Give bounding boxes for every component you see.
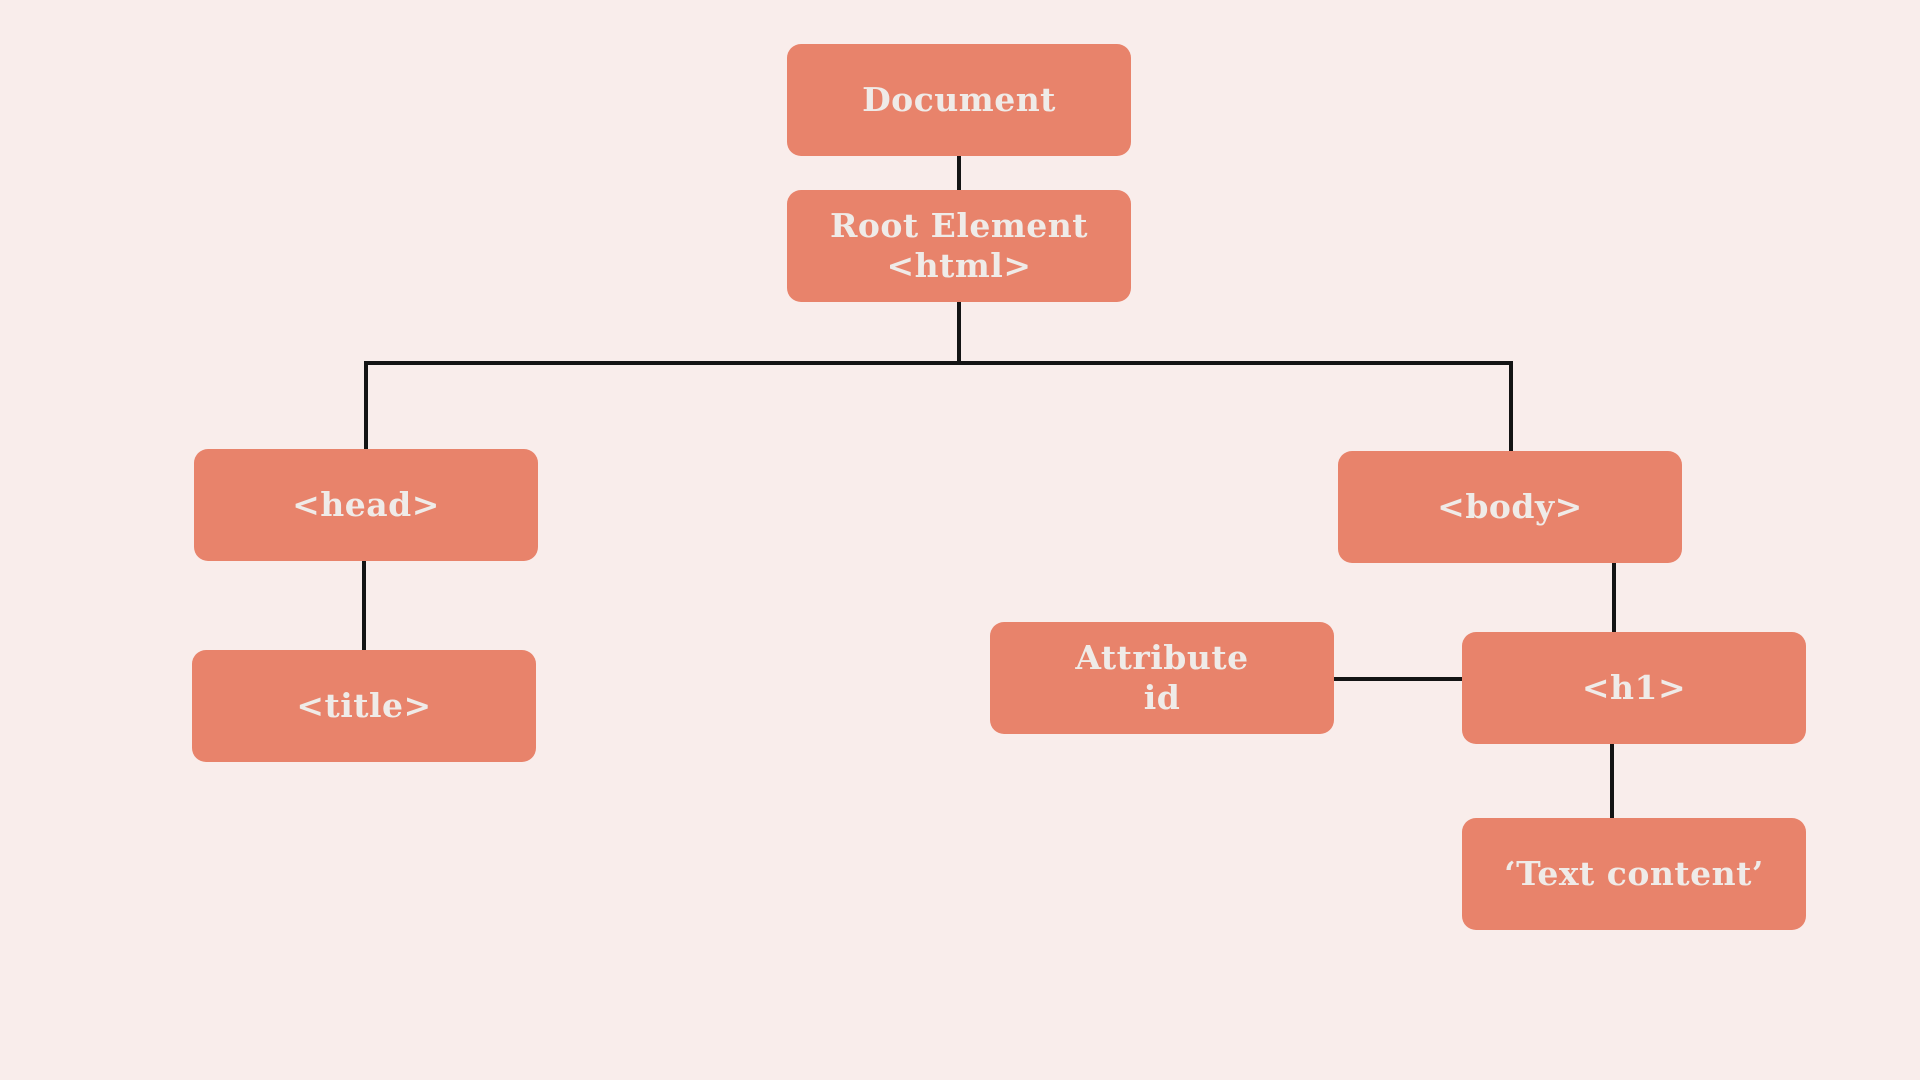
node-document-label: Document	[862, 79, 1056, 119]
connector-document-root	[957, 155, 961, 191]
node-body-label: <body>	[1437, 486, 1583, 526]
node-body: <body>	[1338, 451, 1682, 563]
node-attribute-id: Attribute id	[990, 622, 1334, 734]
node-root-element: Root Element <html>	[787, 190, 1131, 302]
connector-head-title	[362, 560, 366, 652]
connector-h1-text	[1610, 743, 1614, 820]
node-text-content-label: ‘Text content’	[1504, 853, 1764, 893]
node-attribute-id-label-line2: id	[1143, 678, 1181, 717]
connector-body-h1	[1612, 562, 1616, 634]
node-document: Document	[787, 44, 1131, 156]
connector-attribute-h1	[1334, 677, 1464, 681]
node-h1-label: <h1>	[1581, 667, 1687, 707]
node-head-label: <head>	[292, 484, 440, 524]
node-title-label: <title>	[296, 685, 432, 725]
node-head: <head>	[194, 449, 538, 561]
connector-branch-body	[1509, 361, 1513, 453]
connector-root-stem	[957, 300, 961, 363]
node-root-element-label-line1: Root Element	[829, 205, 1088, 245]
node-h1: <h1>	[1462, 632, 1806, 744]
connector-branch-head	[364, 361, 368, 451]
node-title: <title>	[192, 650, 536, 762]
node-attribute-id-label-line1: Attribute	[1075, 637, 1249, 677]
connector-root-branch	[364, 361, 1513, 365]
node-root-element-label-line2: <html>	[886, 246, 1032, 285]
node-text-content: ‘Text content’	[1462, 818, 1806, 930]
